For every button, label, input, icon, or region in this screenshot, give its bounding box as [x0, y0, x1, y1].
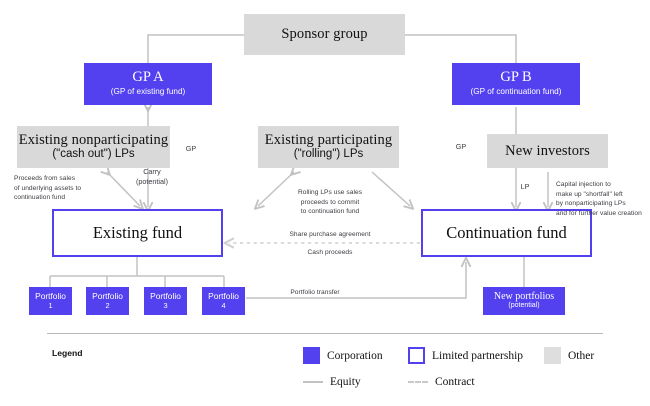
- limited-partnership-swatch: [408, 347, 425, 364]
- legend-title: Legend: [52, 348, 83, 358]
- contract-line: [408, 381, 428, 383]
- node-new-investors[interactable]: New investors: [487, 134, 608, 168]
- gp-a-label: GP A: [132, 69, 164, 86]
- node-existing-fund[interactable]: Existing fund: [52, 209, 223, 257]
- annotation-capital-injection: Capital injection to make up "shortfall"…: [556, 181, 642, 217]
- legend-item-limited-partnership: Limited partnership: [408, 347, 523, 364]
- sponsor-group-label: Sponsor group: [281, 26, 368, 43]
- portfolio-3-label: Portfolio: [150, 290, 181, 301]
- edge-label-gp-right: GP: [455, 142, 467, 151]
- legend-other-label: Other: [568, 349, 595, 362]
- legend-item-other: Other: [544, 347, 594, 364]
- node-continuation-fund[interactable]: Continuation fund: [421, 209, 592, 257]
- new-portfolios-label: New portfolios: [493, 291, 555, 303]
- annotation-share-purchase-agreement: Share purchase agreement: [289, 231, 371, 238]
- node-existing-participating-lps[interactable]: Existing participating ("rolling") LPs: [258, 126, 399, 168]
- legend-item-corporation: Corporation: [303, 347, 383, 364]
- node-portfolio-2[interactable]: Portfolio 2: [86, 287, 129, 315]
- portfolio-2-label: Portfolio: [92, 290, 123, 301]
- portfolio-1-label: Portfolio: [35, 290, 66, 301]
- new-investors-label: New investors: [505, 142, 590, 159]
- edge-label-carry: Carry (potential): [136, 167, 168, 186]
- annotation-cash-proceeds: Cash proceeds: [307, 249, 353, 256]
- portfolio-4-number: 4: [221, 300, 226, 310]
- annotation-rolling-lps-commit: Rolling LPs use sales proceeds to commit…: [297, 189, 363, 216]
- node-portfolio-3[interactable]: Portfolio 3: [144, 287, 187, 315]
- new-portfolios-sublabel: (potential): [508, 302, 540, 310]
- legend-limited-partnership-label: Limited partnership: [432, 349, 524, 362]
- annotation-proceeds-from-sales: Proceeds from sales of underlying assets…: [14, 175, 82, 202]
- other-swatch: [544, 347, 561, 364]
- corporation-swatch: [303, 347, 320, 364]
- legend-divider: [47, 333, 603, 334]
- node-gp-b[interactable]: GP B (GP of continuation fund): [452, 63, 580, 105]
- nonparticipating-lps-line2: ("cash out") LPs: [52, 148, 135, 161]
- portfolio-3-number: 3: [163, 300, 168, 310]
- portfolio-2-number: 2: [105, 300, 110, 310]
- portfolio-1-number: 1: [48, 300, 53, 310]
- legend-item-contract: Contract: [408, 376, 475, 388]
- legend-corporation-label: Corporation: [327, 349, 383, 362]
- existing-fund-label: Existing fund: [92, 222, 183, 242]
- node-gp-a[interactable]: GP A (GP of existing fund): [84, 63, 212, 105]
- node-existing-nonparticipating-lps[interactable]: Existing nonparticipating ("cash out") L…: [17, 126, 170, 168]
- participating-lps-line1: Existing participating: [264, 131, 393, 148]
- annotation-portfolio-transfer: Portfolio transfer: [290, 289, 340, 296]
- node-portfolio-1[interactable]: Portfolio 1: [29, 287, 72, 315]
- legend-item-equity: Equity: [303, 376, 361, 388]
- participating-lps-line2: ("rolling") LPs: [293, 148, 364, 161]
- legend-equity-label: Equity: [330, 376, 361, 388]
- continuation-fund-label: Continuation fund: [446, 222, 567, 242]
- node-new-portfolios[interactable]: New portfolios (potential): [483, 287, 565, 315]
- edge-label-lp-right: LP: [520, 182, 530, 191]
- nonparticipating-lps-line1: Existing nonparticipating: [18, 131, 169, 148]
- gp-a-sublabel: (GP of existing fund): [110, 87, 186, 97]
- gp-b-sublabel: (GP of continuation fund): [470, 87, 562, 97]
- portfolio-4-label: Portfolio: [208, 290, 239, 301]
- edge-label-gp-left: GP: [185, 144, 197, 153]
- node-portfolio-4[interactable]: Portfolio 4: [202, 287, 245, 315]
- equity-line: [303, 381, 323, 383]
- node-sponsor-group[interactable]: Sponsor group: [244, 14, 405, 55]
- gp-b-label: GP B: [500, 69, 532, 86]
- legend-contract-label: Contract: [435, 376, 475, 388]
